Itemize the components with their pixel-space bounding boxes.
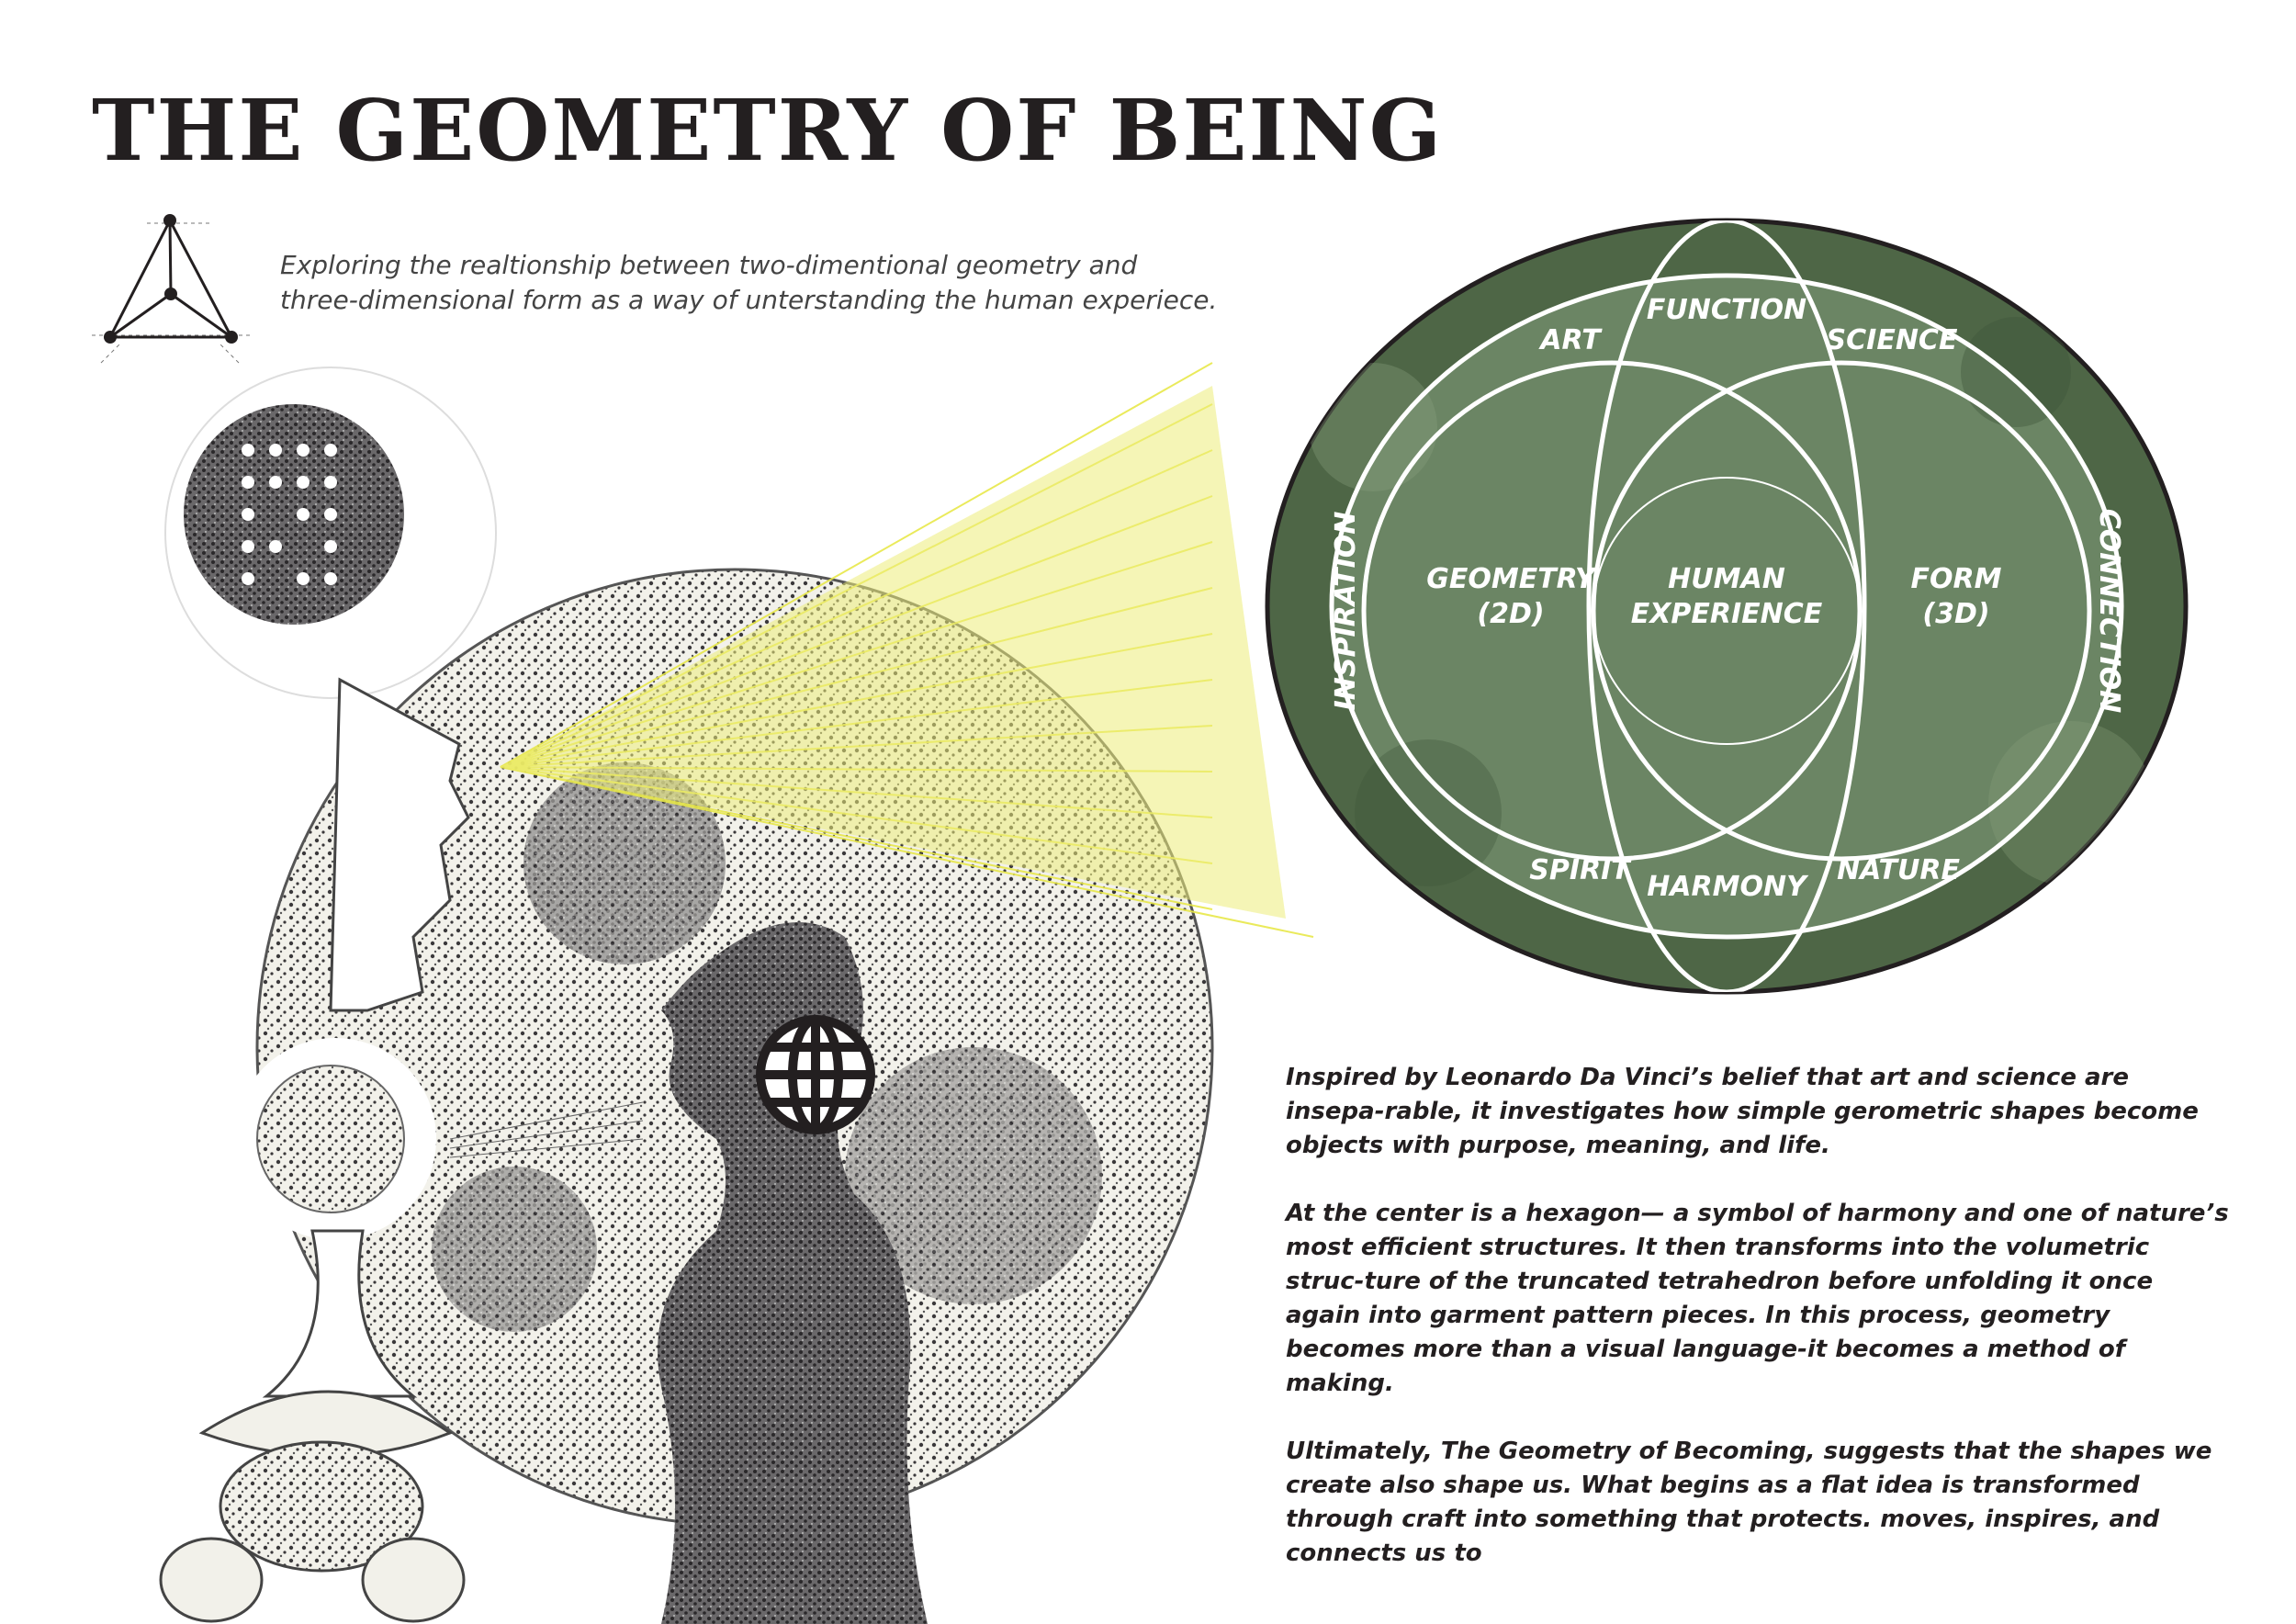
label-spirit: SPIRIT — [1529, 854, 1632, 886]
label-art: ART — [1538, 324, 1603, 356]
intro-text: Exploring the realtionship between two-d… — [280, 248, 1254, 318]
label-form: FORM — [1911, 563, 2002, 595]
label-nature: NATURE — [1837, 854, 1960, 886]
label-science: SCIENCE — [1827, 324, 1958, 356]
label-form-3d: (3D) — [1922, 598, 1989, 630]
body-text: Inspired by Leonardo Da Vinci’s belief t… — [1286, 1061, 2232, 1605]
tetrahedron-icon — [92, 214, 253, 364]
globe-icon — [756, 1015, 875, 1134]
body-paragraph-1: Inspired by Leonardo Da Vinci’s belief t… — [1286, 1064, 2199, 1159]
surreal-illustration — [159, 362, 1314, 1624]
woman-figure — [658, 922, 928, 1624]
venn-diagram: ART FUNCTION SCIENCE INSPIRATION CONNECT… — [1265, 218, 2189, 995]
label-geometry: GEOMETRY — [1426, 563, 1598, 595]
intro-line-1: Exploring the realtionship between two-d… — [280, 250, 1138, 280]
label-human-experience: EXPERIENCE — [1631, 598, 1823, 630]
label-inspiration: INSPIRATION — [1330, 512, 1362, 711]
label-human: HUMAN — [1668, 563, 1785, 595]
vertical-ellipse — [1586, 220, 1867, 992]
profile-figure — [329, 677, 470, 1012]
label-function: FUNCTION — [1647, 294, 1806, 326]
label-connection: CONNECTION — [2093, 509, 2125, 713]
page-title: THE GEOMETRY OF BEING — [92, 81, 1444, 180]
body-paragraph-3: Ultimately, The Geometry of Becoming, su… — [1286, 1438, 2212, 1567]
intro-line-2: three-dimensional form as a way of unter… — [280, 285, 1218, 315]
body-paragraph-2: At the center is a hexagon— a symbol of … — [1286, 1200, 2229, 1397]
outer-ring — [1329, 273, 2124, 940]
label-geometry-2d: (2D) — [1477, 598, 1544, 630]
label-harmony: HARMONY — [1647, 871, 1809, 903]
